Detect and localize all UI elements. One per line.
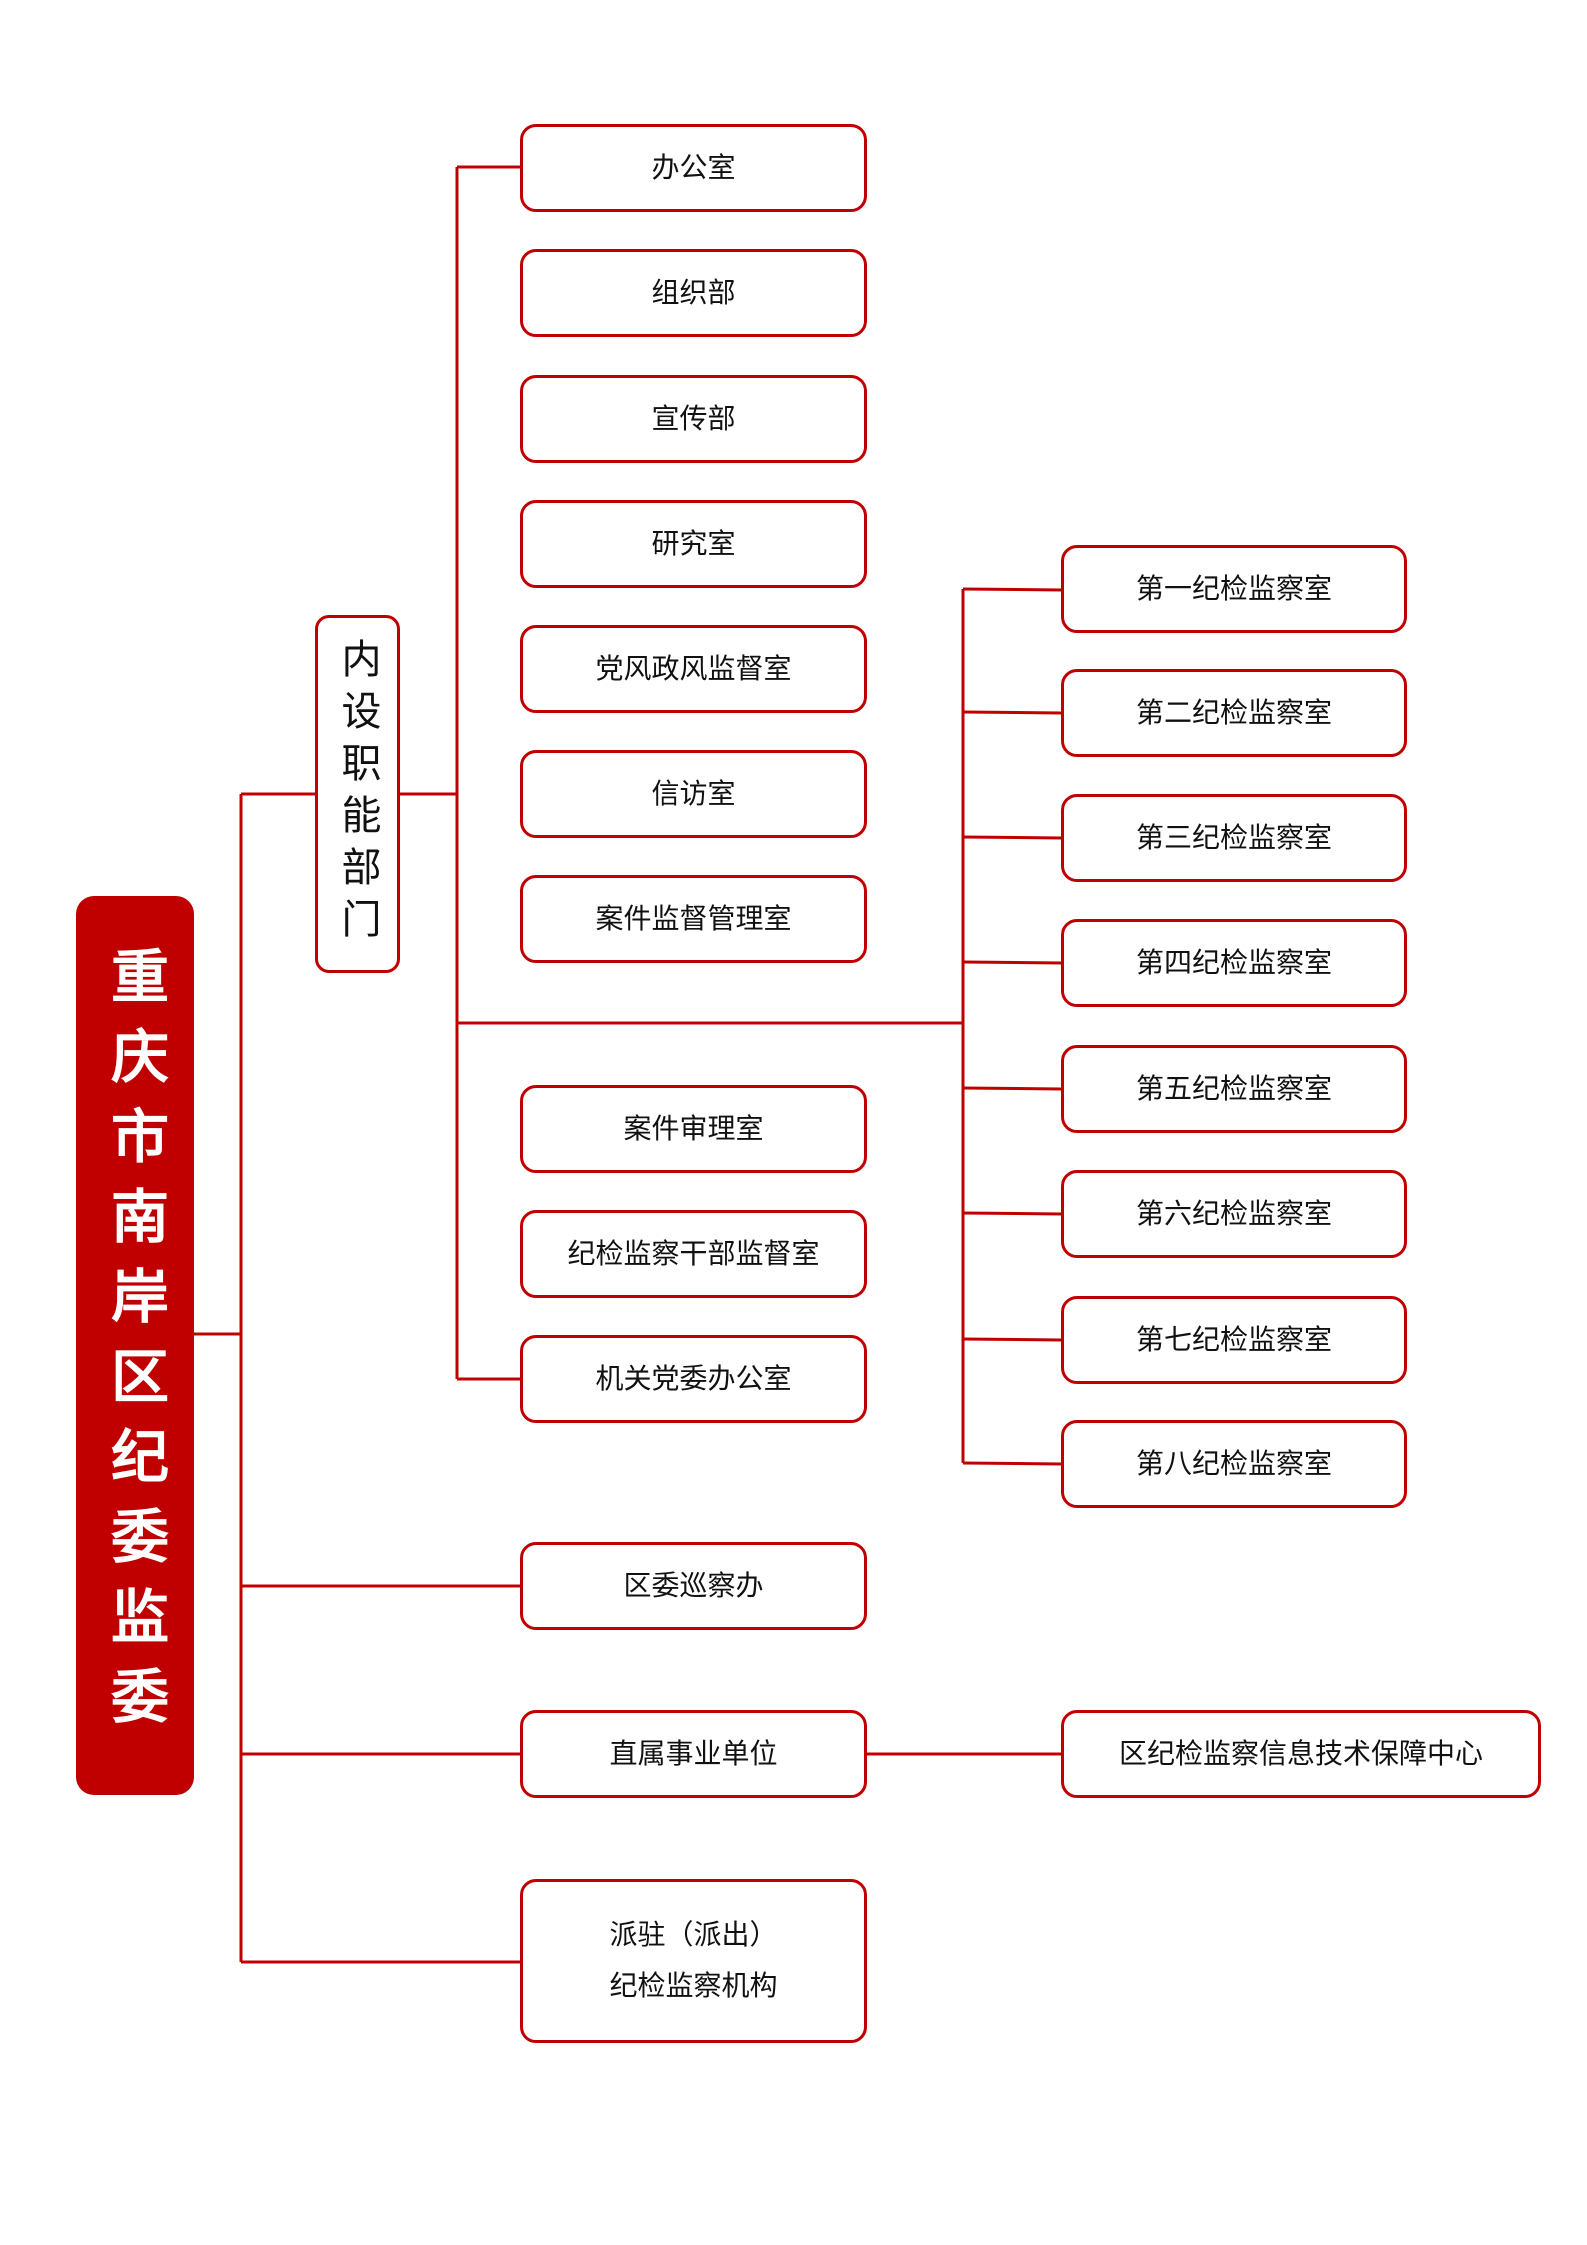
internal-departments-label: 内设职能部门 <box>334 638 381 950</box>
dept-node: 信访室 <box>520 750 867 838</box>
dispatched-agencies-node: 派驻（派出） 纪检监察机构 <box>520 1879 867 2043</box>
inspection-room-node: 第二纪检监察室 <box>1061 669 1407 757</box>
dept-node: 宣传部 <box>520 375 867 463</box>
inspection-room-node: 第六纪检监察室 <box>1061 1170 1407 1258</box>
inspection-room-node: 第七纪检监察室 <box>1061 1296 1407 1384</box>
dept-node: 办公室 <box>520 124 867 212</box>
inspection-room-node: 第一纪检监察室 <box>1061 545 1407 633</box>
dept-node: 机关党委办公室 <box>520 1335 867 1423</box>
dispatched-line2: 纪检监察机构 <box>609 1969 778 2002</box>
inspection-room-node: 第八纪检监察室 <box>1061 1420 1407 1508</box>
root-label: 重庆市南岸区纪委监委 <box>101 945 169 1746</box>
inspection-room-node: 第三纪检监察室 <box>1061 794 1407 882</box>
root-node: 重庆市南岸区纪委监委 <box>76 896 194 1795</box>
dept-node: 研究室 <box>520 500 867 588</box>
inspection-room-node: 第五纪检监察室 <box>1061 1045 1407 1133</box>
dispatched-line1: 派驻（派出） <box>609 1918 778 1952</box>
dept-node: 案件审理室 <box>520 1085 867 1173</box>
dept-node: 纪检监察干部监督室 <box>520 1210 867 1298</box>
inspection-room-node: 第四纪检监察室 <box>1061 919 1407 1007</box>
institutions-node: 直属事业单位 <box>520 1710 867 1798</box>
patrol-office-node: 区委巡察办 <box>520 1542 867 1630</box>
dept-node: 党风政风监督室 <box>520 625 867 713</box>
dept-node: 组织部 <box>520 249 867 337</box>
internal-departments-node: 内设职能部门 <box>315 615 400 973</box>
it-support-center-node: 区纪检监察信息技术保障中心 <box>1061 1710 1541 1798</box>
dept-node: 案件监督管理室 <box>520 875 867 963</box>
